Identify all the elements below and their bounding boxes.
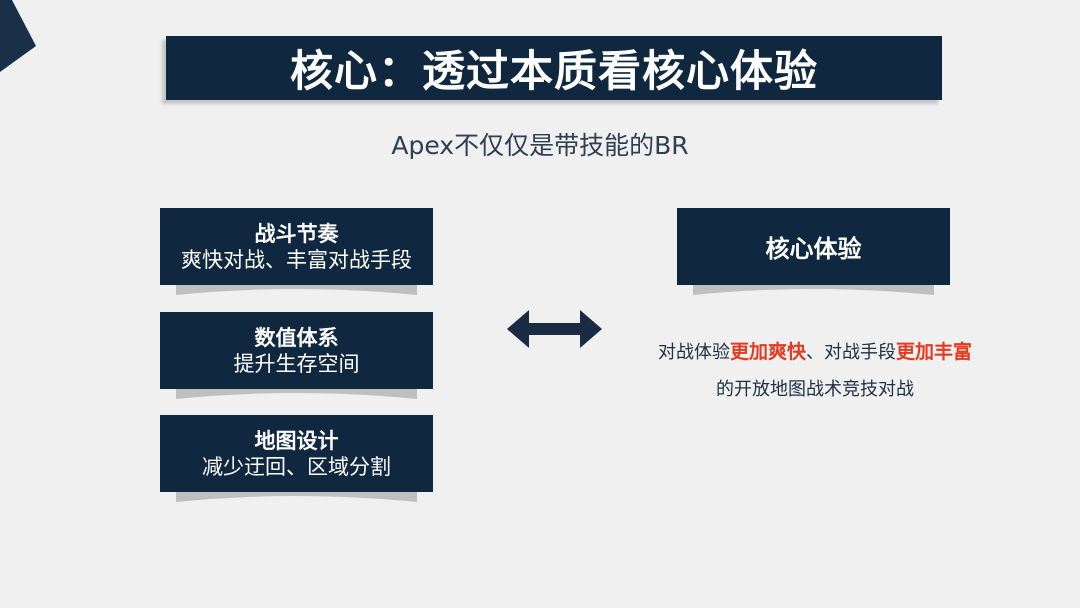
card-desc: 提升生存空间 bbox=[233, 351, 360, 376]
card-desc: 减少迂回、区域分割 bbox=[202, 454, 391, 479]
card-title: 数值体系 bbox=[254, 325, 339, 350]
desc-text: 、对战手段 bbox=[806, 342, 896, 363]
page-title: 核心：透过本质看核心体验 bbox=[290, 47, 818, 97]
title-bar: 核心：透过本质看核心体验 bbox=[166, 36, 942, 100]
corner-decoration bbox=[0, 0, 36, 72]
description-line-2: 的开放地图战术竞技对战 bbox=[716, 379, 914, 400]
card-title: 地图设计 bbox=[254, 428, 339, 453]
card-numeric-system: 数值体系 提升生存空间 bbox=[160, 312, 433, 389]
card-combat-rhythm: 战斗节奏 爽快对战、丰富对战手段 bbox=[160, 208, 433, 285]
desc-highlight: 更加丰富 bbox=[896, 341, 973, 363]
description-line-1: 对战体验更加爽快、对战手段更加丰富 bbox=[560, 337, 1070, 364]
card-title: 核心体验 bbox=[765, 235, 862, 263]
card-map-design: 地图设计 减少迂回、区域分割 bbox=[160, 415, 433, 492]
subtitle: Apex不仅仅是带技能的BR bbox=[391, 131, 689, 160]
card-desc: 爽快对战、丰富对战手段 bbox=[181, 247, 412, 272]
card-core-experience: 核心体验 bbox=[677, 208, 950, 285]
desc-highlight: 更加爽快 bbox=[729, 341, 806, 363]
card-title: 战斗节奏 bbox=[254, 221, 339, 246]
desc-text: 对战体验 bbox=[657, 342, 730, 363]
double-arrow-icon bbox=[507, 310, 602, 348]
